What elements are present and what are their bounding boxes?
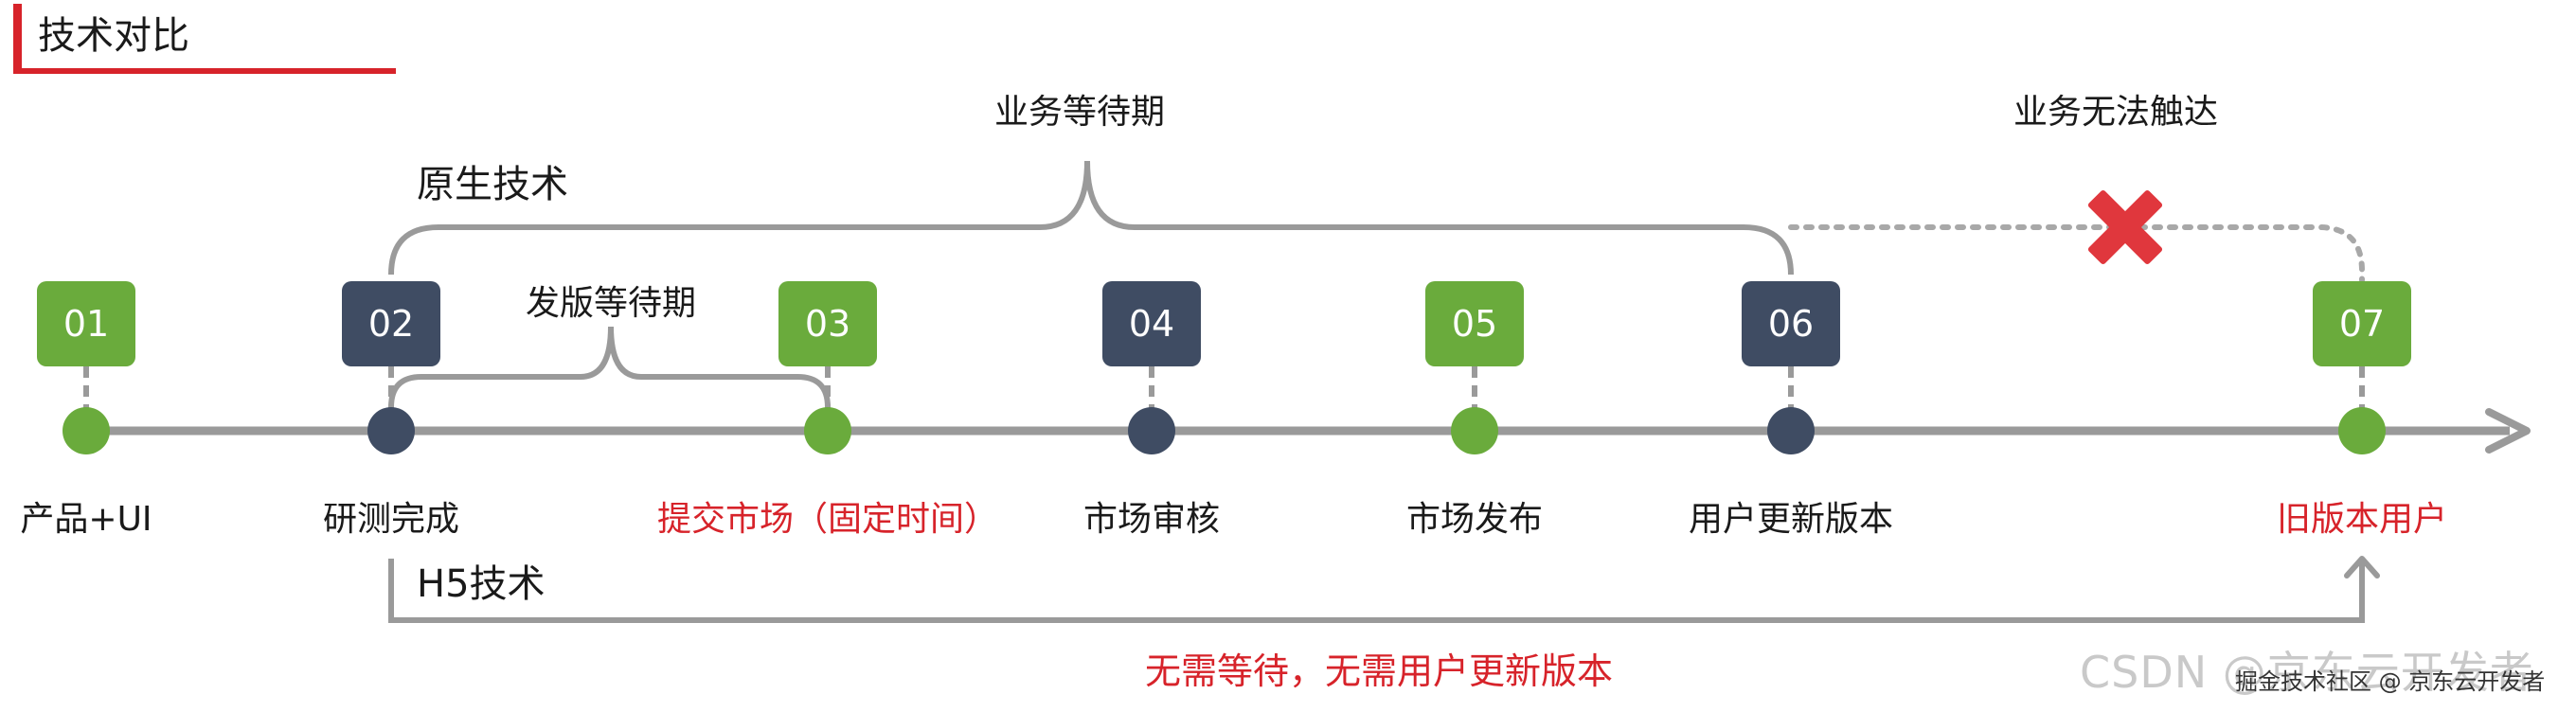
step-dot-04 bbox=[1128, 407, 1175, 454]
watermark: CSDN @京东云开发者 bbox=[2080, 647, 2534, 698]
h5-path-arrowhead bbox=[2344, 556, 2380, 578]
step-number-01: 01 bbox=[63, 303, 109, 345]
step-dot-05 bbox=[1451, 407, 1498, 454]
unreachable-label: 业务无法触达 bbox=[2013, 93, 2218, 132]
step-dot-06 bbox=[1767, 407, 1815, 454]
step-box-07 bbox=[2313, 281, 2411, 366]
step-dot-07 bbox=[2338, 407, 2386, 454]
step-box-05 bbox=[1425, 281, 1524, 366]
step-box-06 bbox=[1742, 281, 1840, 366]
h5-tech-label: H5技术 bbox=[417, 562, 546, 606]
title-underline bbox=[13, 68, 396, 74]
step-number-05: 05 bbox=[1452, 303, 1497, 345]
step-box-02 bbox=[342, 281, 440, 366]
step-box-03 bbox=[778, 281, 877, 366]
step-box-04 bbox=[1102, 281, 1201, 366]
step-label-01: 产品+UI bbox=[20, 500, 152, 539]
step-label-06: 用户更新版本 bbox=[1689, 500, 1893, 539]
release-wait-label: 发版等待期 bbox=[526, 284, 696, 323]
step-number-07: 07 bbox=[2339, 303, 2385, 345]
step-label-07: 旧版本用户 bbox=[2277, 500, 2447, 539]
native-wait-brace bbox=[388, 160, 1794, 276]
step-label-05: 市场发布 bbox=[1406, 500, 1543, 539]
timeline-steps: 01 产品+UI 02 研测完成 03 提交市场（固定时间） 04 市场审核 05 市场发布 06 用… bbox=[20, 281, 2447, 539]
business-wait-label: 业务等待期 bbox=[994, 93, 1165, 132]
step-number-03: 03 bbox=[805, 303, 850, 345]
timeline-arrowhead bbox=[2485, 408, 2531, 454]
blocked-cross-icon bbox=[2087, 189, 2163, 265]
step-dot-03 bbox=[804, 407, 851, 454]
h5-path bbox=[388, 559, 2365, 623]
step-dot-01 bbox=[63, 407, 110, 454]
step-label-04: 市场审核 bbox=[1083, 500, 1220, 539]
step-label-02: 研测完成 bbox=[323, 500, 459, 539]
step-dot-02 bbox=[367, 407, 415, 454]
native-tech-label: 原生技术 bbox=[417, 163, 568, 206]
step-number-02: 02 bbox=[368, 303, 414, 345]
step-label-03: 提交市场（固定时间） bbox=[657, 500, 998, 539]
page-title: 技术对比 bbox=[38, 14, 189, 58]
title-accent-bar bbox=[13, 4, 22, 72]
step-number-06: 06 bbox=[1768, 303, 1814, 345]
no-wait-label: 无需等待，无需用户更新版本 bbox=[1145, 650, 1613, 692]
release-wait-brace bbox=[388, 326, 831, 408]
watermark-sub: 掘金技术社区 @ 京东云开发者 bbox=[2235, 668, 2546, 695]
step-number-04: 04 bbox=[1129, 303, 1174, 345]
step-box-01 bbox=[37, 281, 135, 366]
unreachable-dotted-path bbox=[1788, 224, 2365, 283]
